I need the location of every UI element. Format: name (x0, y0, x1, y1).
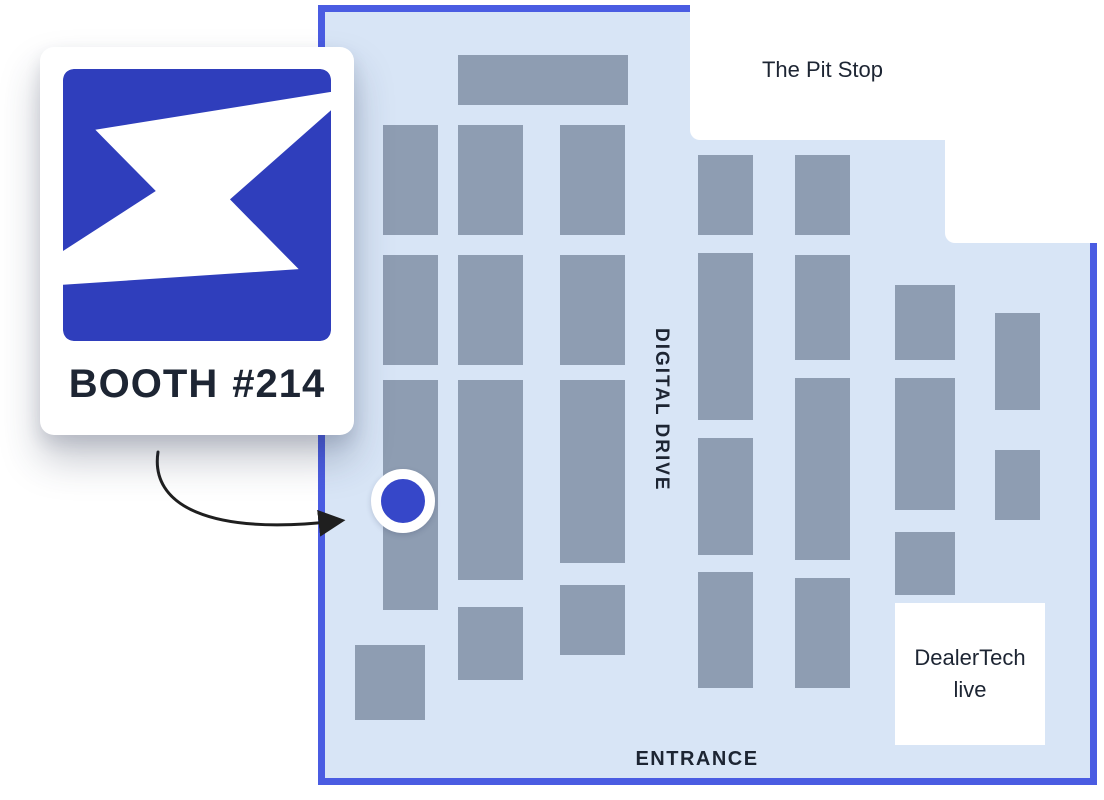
entrance-label: ENTRANCE (635, 748, 759, 770)
dealertech-line2: live (953, 677, 987, 702)
lightning-bolt-shape (63, 87, 331, 289)
booth-number: #214 (232, 362, 326, 406)
map-top-right-cutout (945, 0, 1104, 243)
dealertech-live-label: DealerTech live (914, 642, 1025, 706)
dealertech-line1: DealerTech (914, 645, 1026, 671)
pit-stop-area: The Pit Stop (690, 0, 955, 140)
booth-badge-card: BOOTH #214 (40, 47, 354, 435)
booth-word: BOOTH (68, 362, 219, 406)
lightning-bolt-logo-icon (63, 69, 331, 341)
booth-location-marker (371, 469, 435, 533)
digital-drive-label: DIGITAL DRIVE (651, 328, 672, 492)
booth-badge-text: BOOTH #214 (63, 362, 331, 407)
dealertech-live-area: DealerTech live (895, 603, 1045, 745)
pit-stop-label: The Pit Stop (761, 57, 884, 82)
arrow-curve (155, 450, 346, 537)
